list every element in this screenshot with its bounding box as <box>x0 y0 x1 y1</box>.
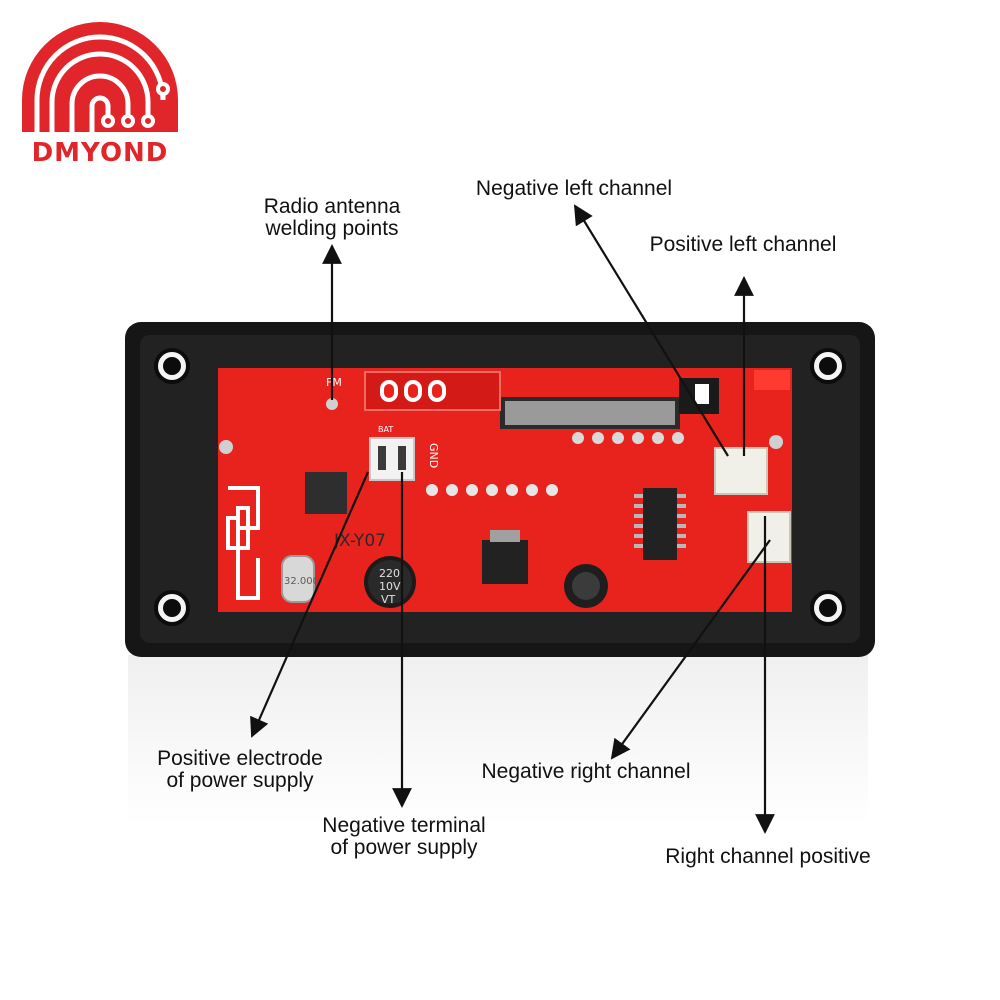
pcb-board <box>218 368 792 612</box>
silkscreen-gnd: GND <box>427 443 440 468</box>
silkscreen-model: JX-Y07 <box>333 531 386 551</box>
label-positive-right: Right channel positive <box>665 845 871 868</box>
arrow-negative-left <box>573 204 729 457</box>
module-reflection <box>128 655 868 825</box>
capacitor-value: 220 <box>379 567 400 580</box>
silkscreen-fm: FM <box>326 376 342 389</box>
label-negative-right: Negative right channel <box>481 760 691 783</box>
arrow-negative-right <box>610 539 771 760</box>
brand-name: DMYOND <box>31 138 169 168</box>
callout-arrows <box>250 204 775 834</box>
silkscreen-bat: BAT <box>378 425 393 434</box>
capacitor-brand: VT <box>381 593 396 606</box>
silkscreen-crystal: 32.000 <box>284 576 319 587</box>
brand-logo <box>22 22 178 135</box>
label-positive-left: Positive left channel <box>649 233 837 256</box>
capacitor-voltage: 10V <box>379 580 401 593</box>
arrow-positive-power <box>250 471 370 738</box>
label-negative-left: Negative left channel <box>475 177 673 200</box>
